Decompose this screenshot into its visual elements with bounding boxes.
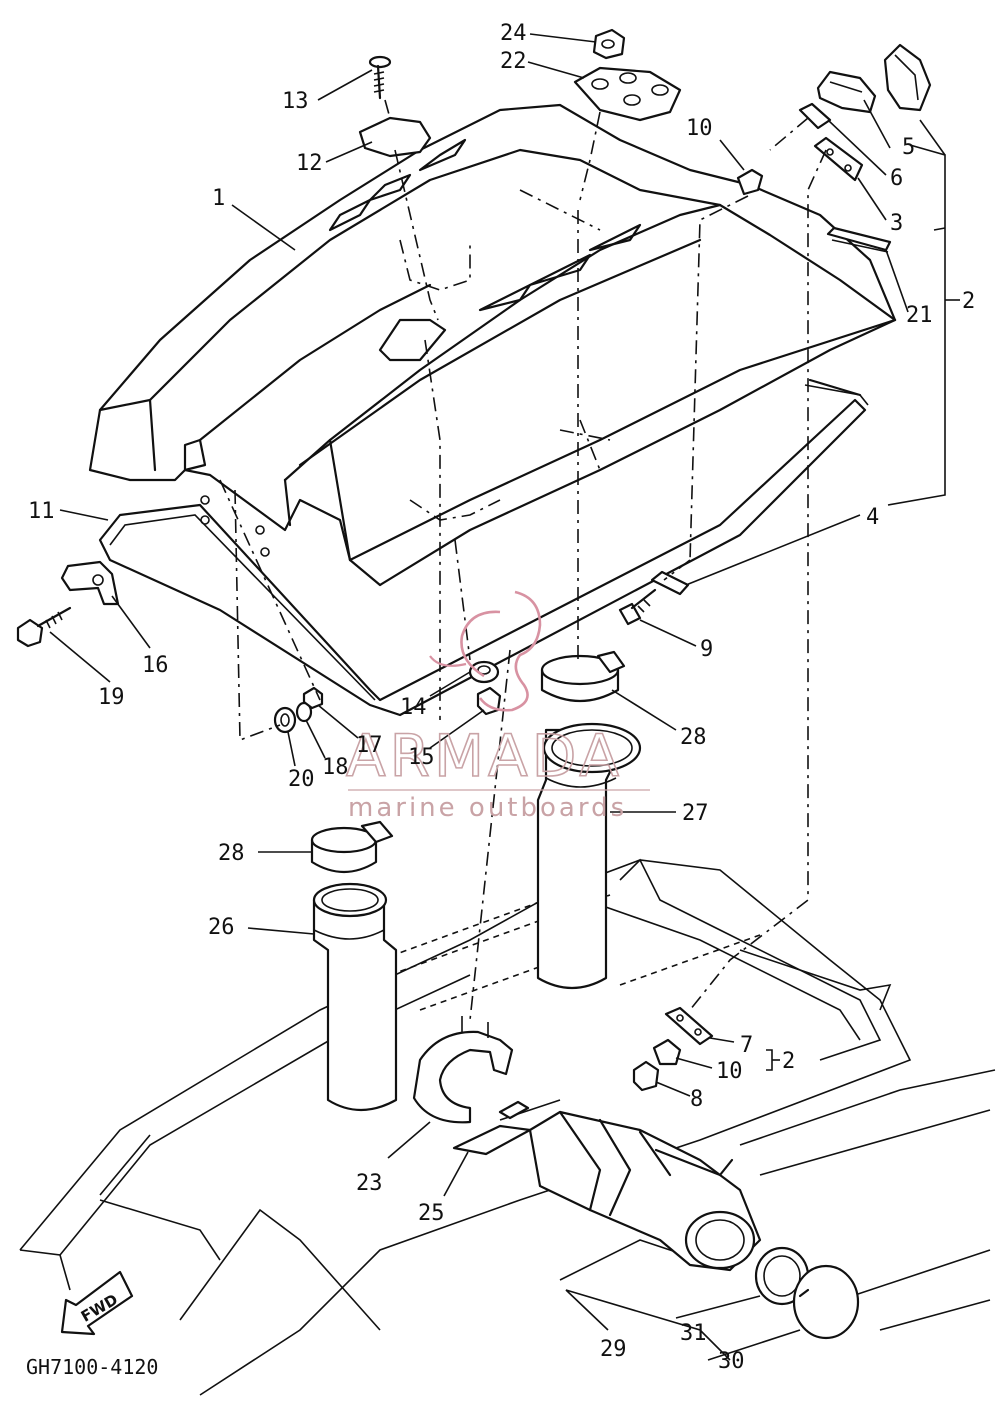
forward-arrow-icon: FWD [60, 1270, 134, 1336]
hose-clamp-left [310, 820, 394, 873]
callout-12: 12 [296, 151, 323, 176]
duct-bracket [412, 1016, 514, 1124]
latch-hook [816, 70, 877, 114]
callout-28: 28 [218, 841, 245, 866]
drawing-code: GH7100-4120 [26, 1355, 158, 1379]
callout-9: 9 [700, 637, 713, 662]
callout-29: 29 [600, 1337, 627, 1362]
callout-10: 10 [716, 1059, 743, 1084]
callout-26: 26 [208, 915, 235, 940]
watermark-seahorse-icon [429, 590, 542, 712]
watermark-tagline: marine outboards [348, 793, 627, 823]
striker-plate [650, 570, 690, 596]
callout-27: 27 [682, 801, 709, 826]
callout-21: 21 [906, 303, 933, 328]
callout-1: 1 [212, 186, 225, 211]
grommet [736, 168, 764, 196]
engine-hood [88, 103, 897, 587]
callout-5: 5 [902, 135, 915, 160]
callout-23: 23 [356, 1171, 383, 1196]
hood-vent-plate [573, 66, 682, 122]
latch-assembly [883, 43, 932, 112]
callout-19: 19 [98, 685, 125, 710]
callout-18: 18 [322, 755, 349, 780]
cap-nut-lower [632, 1060, 660, 1092]
callout-28: 28 [680, 725, 707, 750]
hinge-bolt [16, 606, 72, 648]
callout-2: 2 [962, 289, 975, 314]
cover-plate [358, 116, 432, 158]
callout-2: 2 [782, 1049, 795, 1074]
callout-24: 24 [500, 21, 527, 46]
bolt [618, 588, 657, 626]
hood-seal [98, 378, 869, 717]
latch-base-plate [813, 136, 864, 182]
callout-3: 3 [890, 211, 903, 236]
cap-nut [592, 28, 626, 60]
assembly-lines [219, 99, 827, 1021]
callout-10: 10 [686, 116, 713, 141]
callout-20: 20 [288, 767, 315, 792]
rubber-strip [826, 226, 892, 253]
hose-clamp-right [540, 650, 626, 703]
callout-6: 6 [890, 166, 903, 191]
leader-lines [49, 33, 960, 1361]
callout-15: 15 [408, 745, 435, 770]
latch-washer [798, 102, 832, 130]
callout-labels: 1 2 2 3 4 5 6 7 8 9 10 10 11 12 13 14 15… [28, 21, 975, 1374]
cap [792, 1264, 860, 1340]
callout-11: 11 [28, 499, 55, 524]
air-duct-left [312, 882, 398, 1111]
hull-deck-outline [19, 858, 996, 1396]
air-duct-right [536, 722, 642, 989]
watermark-brand: ARMADA [346, 722, 623, 790]
callout-13: 13 [282, 89, 309, 114]
callout-4: 4 [866, 505, 879, 530]
hinge-bracket [60, 560, 120, 606]
callout-25: 25 [418, 1201, 445, 1226]
callout-31: 31 [680, 1321, 707, 1346]
callout-17: 17 [356, 733, 383, 758]
intake-tube [528, 1110, 762, 1272]
callout-16: 16 [142, 653, 169, 678]
grommet-lower [652, 1038, 682, 1066]
callout-7: 7 [740, 1033, 753, 1058]
duct-grommet [468, 660, 500, 684]
callout-14: 14 [400, 695, 427, 720]
callout-30: 30 [718, 1349, 745, 1374]
bracket-plate [664, 1006, 714, 1046]
callout-8: 8 [690, 1087, 703, 1112]
screw [368, 55, 392, 100]
callout-22: 22 [500, 49, 527, 74]
grommet-small [273, 706, 297, 734]
watermark: ARMADA marine outboards [345, 590, 650, 823]
